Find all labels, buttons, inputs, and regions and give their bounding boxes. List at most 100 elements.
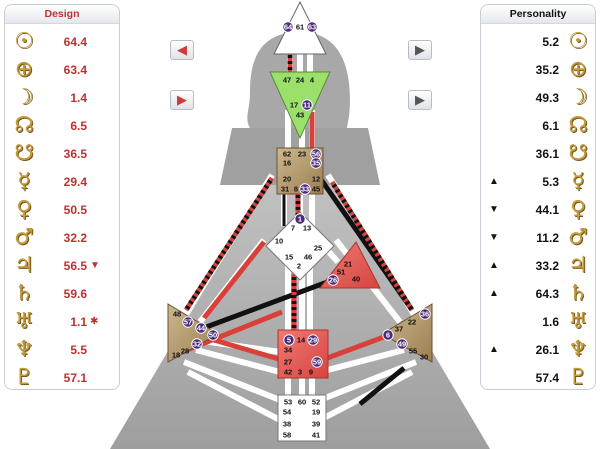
personality-value: 6.1 (542, 119, 559, 133)
gate-5-label: 5 (287, 336, 291, 345)
design-row-mercury: ☿29.4 (5, 168, 121, 196)
pluto-icon: ♇ (14, 365, 34, 390)
gate-26-activation-marker (327, 274, 339, 286)
g-center (265, 211, 335, 281)
personality-next-button[interactable]: ▶ (408, 40, 432, 60)
gate-33-activation-marker (299, 183, 311, 195)
personality-value: 33.2 (535, 259, 559, 273)
solar-plexus-center (381, 303, 433, 363)
gate-10-label: 10 (275, 237, 283, 246)
personality-value: 26.1 (535, 343, 559, 357)
design-row-venus: ♀ 50.5 (5, 196, 121, 224)
gate-16-label: 16 (283, 159, 291, 168)
personality-row-jupiter: ♃33.2▲ (481, 252, 597, 280)
personality-title: Personality (481, 5, 595, 24)
gate-34-label: 34 (284, 346, 293, 355)
gate-11-label: 11 (303, 101, 311, 110)
design-value: 59.6 (63, 287, 87, 301)
sun-icon: ☉ (568, 29, 588, 54)
moon-icon: ☽ (568, 85, 588, 110)
gate-5-activation-marker (283, 334, 295, 346)
uranus-icon: ♅ (568, 309, 588, 334)
personality-value: 5.3 (542, 175, 559, 189)
design-row-uranus: ♅1.1✱ (5, 308, 121, 336)
design-row-moon: ☽1.4 (5, 84, 121, 112)
venus-icon: ♀ (15, 197, 33, 222)
gate-27-label: 27 (284, 358, 292, 367)
personality-value: 1.6 (542, 315, 559, 329)
gate-57-activation-marker (182, 316, 194, 328)
personality-row-venus: ♀44.1▼ (481, 196, 597, 224)
design-value: 64.4 (63, 35, 87, 49)
south-node-icon: ☋ (14, 141, 34, 166)
gate-57-label: 57 (184, 318, 192, 327)
ajna-center (269, 71, 331, 140)
gate-55-label: 55 (409, 347, 417, 356)
gate-24-label: 24 (296, 76, 305, 85)
gate-42-label: 42 (284, 368, 292, 377)
gate-26-label: 26 (329, 276, 337, 285)
personality-row-uranus: ♅ 1.6 (481, 308, 597, 336)
gate-36-label: 36 (421, 310, 429, 319)
personality-value: 5.2 (542, 35, 559, 49)
jupiter-icon: ♃ (568, 253, 588, 278)
gate-1-label: 1 (298, 215, 302, 224)
personality-row-earth: ⊕ 35.2 (481, 56, 597, 84)
design-row-neptune: ♆ 5.5 (5, 336, 121, 364)
personality-row-moon: ☽ 49.3 (481, 84, 597, 112)
earth-icon: ⊕ (568, 57, 588, 82)
gate-51-label: 51 (337, 268, 345, 277)
gate-35-activation-marker (310, 157, 322, 169)
design-value: 57.1 (63, 371, 87, 385)
gate-50-label: 50 (209, 331, 217, 340)
personality-value: 49.3 (535, 91, 559, 105)
design-row-earth: ⊕63.4 (5, 56, 121, 84)
gate-6-label: 6 (386, 331, 390, 340)
design-value: 1.1 (70, 315, 87, 329)
gate-52-label: 52 (312, 398, 320, 407)
gate-36-activation-marker (419, 308, 431, 320)
gate-62-label: 62 (283, 150, 291, 159)
gate-29-label: 29 (309, 336, 317, 345)
neptune-icon: ♆ (14, 337, 34, 362)
gate-38-label: 38 (283, 420, 291, 429)
gate-58-label: 58 (283, 431, 291, 440)
gate-4-label: 4 (310, 76, 315, 85)
personality-alt-button[interactable]: ▶ (408, 90, 432, 110)
design-prev-button[interactable]: ◀ (170, 40, 194, 60)
gate-59-activation-marker (311, 356, 323, 368)
personality-value: 64.3 (535, 287, 559, 301)
gate-3-label: 3 (298, 368, 302, 377)
root-center (277, 394, 327, 442)
personality-row-pluto: ♇57.4 (481, 364, 597, 392)
gate-46-label: 46 (304, 253, 312, 262)
gate-1-activation-marker (294, 213, 306, 225)
gate-25-label: 25 (314, 244, 322, 253)
design-next-button[interactable]: ▶ (170, 90, 194, 110)
gate-60-label: 60 (298, 398, 306, 407)
gate-44-label: 44 (197, 324, 206, 333)
gate-9-label: 9 (309, 368, 313, 377)
personality-value: 35.2 (535, 63, 559, 77)
pluto-icon: ♇ (568, 365, 588, 390)
gate-20-label: 20 (283, 175, 291, 184)
gate-29-activation-marker (307, 334, 319, 346)
gate-12-label: 12 (312, 175, 320, 184)
gate-15-label: 15 (285, 253, 293, 262)
design-value: 50.5 (63, 203, 87, 217)
personality-mark: ▼ (489, 232, 499, 243)
gate-48-label: 48 (173, 310, 181, 319)
gate-59-label: 59 (313, 358, 321, 367)
gate-32-activation-marker (191, 338, 203, 350)
personality-mark: ▼ (489, 204, 499, 215)
venus-icon: ♀ (569, 197, 587, 222)
gate-2-label: 2 (297, 262, 301, 271)
personality-mark: ▲ (489, 288, 499, 299)
personality-row-saturn: ♄64.3▲ (481, 280, 597, 308)
gate-22-label: 22 (408, 318, 416, 327)
jupiter-icon: ♃ (14, 253, 34, 278)
design-value: 5.5 (70, 343, 87, 357)
design-row-saturn: ♄59.6 (5, 280, 121, 308)
personality-row-mars: ♂11.2▼ (481, 224, 597, 252)
